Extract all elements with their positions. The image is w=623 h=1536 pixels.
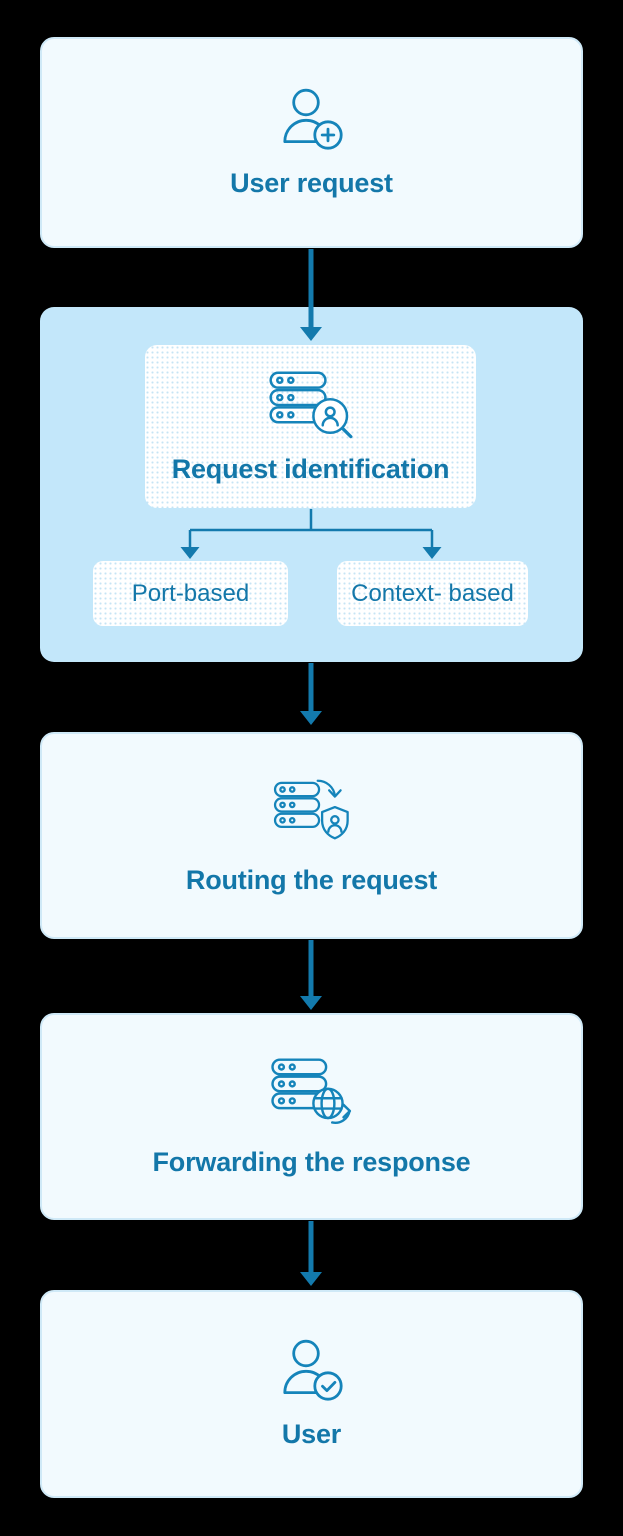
node-label: Routing the request [185,865,438,896]
node-label: Forwarding the response [152,1147,471,1178]
node-forwarding-the-response: Forwarding the response [40,1013,583,1220]
user-plus-icon [280,87,344,151]
request-identification-group: Request identification Port-based Contex… [40,307,583,662]
server-shield-arrow-icon [268,775,356,849]
server-globe-arrow-icon [265,1055,359,1130]
node-port-based: Port-based [93,561,288,626]
node-label: User request [230,167,393,198]
user-check-icon [280,1338,344,1402]
branch-label: Port-based [131,579,250,607]
node-request-identification: Request identification [145,345,476,508]
node-label: User [281,1419,342,1449]
branch-label: Context- based [351,579,514,607]
node-user-request: User request [40,37,583,248]
server-search-icon [263,368,359,445]
node-context-based: Context- based [337,561,528,626]
node-user: User [40,1290,583,1498]
node-label: Request identification [171,454,450,485]
node-routing-the-request: Routing the request [40,732,583,939]
